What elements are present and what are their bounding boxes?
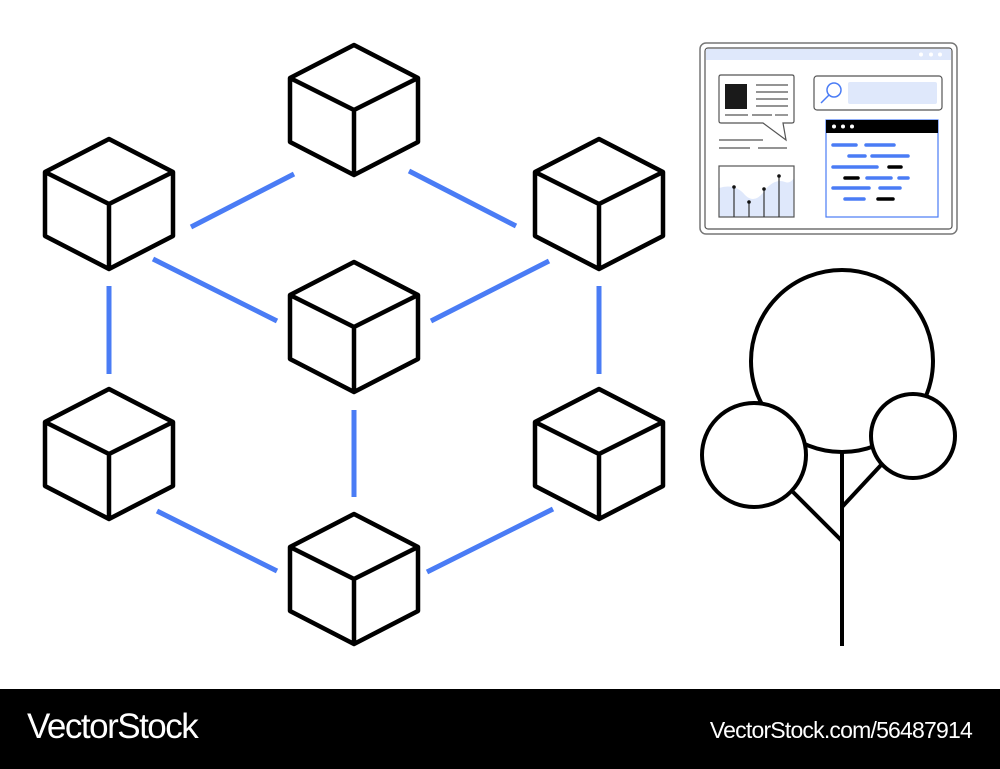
cube-nodes <box>42 42 666 647</box>
code-window-icon <box>825 119 939 218</box>
cube-upper-right-icon <box>532 136 666 272</box>
vectorstock-url: VectorStock.com/56487914 <box>709 717 973 743</box>
blockchain-illustration <box>42 42 958 647</box>
cube-bottom-icon <box>287 511 421 647</box>
cube-center-icon <box>287 259 421 395</box>
link <box>155 508 279 574</box>
cube-top-icon <box>287 42 421 178</box>
link <box>151 256 279 324</box>
tree-icon <box>700 268 957 646</box>
cube-upper-left-icon <box>42 136 176 272</box>
cube-lower-left-icon <box>42 386 176 522</box>
search-icon <box>813 75 943 111</box>
link <box>189 171 296 230</box>
watermark-footer: VectorStock VectorStock.com/56487914 <box>0 689 1000 769</box>
vectorstock-logo: VectorStock <box>27 707 199 746</box>
network-links <box>106 168 602 575</box>
chart-icon <box>718 165 795 218</box>
cube-lower-right-icon <box>532 386 666 522</box>
link <box>407 168 518 229</box>
speech-bubble-icon <box>718 74 795 149</box>
link <box>429 258 551 324</box>
link <box>425 506 555 575</box>
browser-window-icon <box>699 42 958 235</box>
